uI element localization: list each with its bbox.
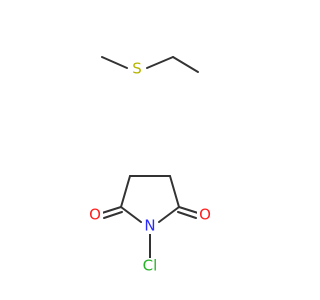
o-right-atom-bg	[197, 207, 213, 223]
bond-c-o-left-b	[103, 211, 123, 219]
bond-n-c-left	[120, 206, 142, 223]
bond-c-o-left-a	[101, 206, 122, 214]
nitrogen-atom-label: N	[144, 217, 155, 235]
bond-s-ch2	[146, 56, 174, 69]
bond-c-o-right-b	[177, 211, 197, 219]
cl-atom-bg	[138, 258, 162, 274]
molecule-canvas: S O O N Cl	[87, 56, 213, 275]
bond-ch3-s	[101, 56, 128, 69]
n-chlorosuccinimide-molecule: O O N Cl	[87, 175, 213, 275]
n-atom-bg	[142, 218, 158, 234]
sulfur-atom-label: S	[132, 60, 142, 78]
oxygen-right-atom-label: O	[199, 206, 211, 224]
chlorine-atom-label: Cl	[143, 257, 158, 275]
bond-c-o-right-a	[178, 206, 199, 214]
oxygen-left-atom-label: O	[89, 206, 101, 224]
s-atom-bg	[129, 61, 145, 77]
ethyl-methyl-sulfide-molecule: S	[101, 56, 199, 78]
o-left-atom-bg	[87, 207, 103, 223]
bond-c-right-ch2	[169, 175, 180, 208]
bond-c-left-ch2	[120, 175, 131, 208]
structure-diagram: S O O N Cl	[87, 56, 213, 275]
bond-n-c-right	[158, 206, 180, 223]
bond-ch2-ch3	[172, 56, 199, 73]
